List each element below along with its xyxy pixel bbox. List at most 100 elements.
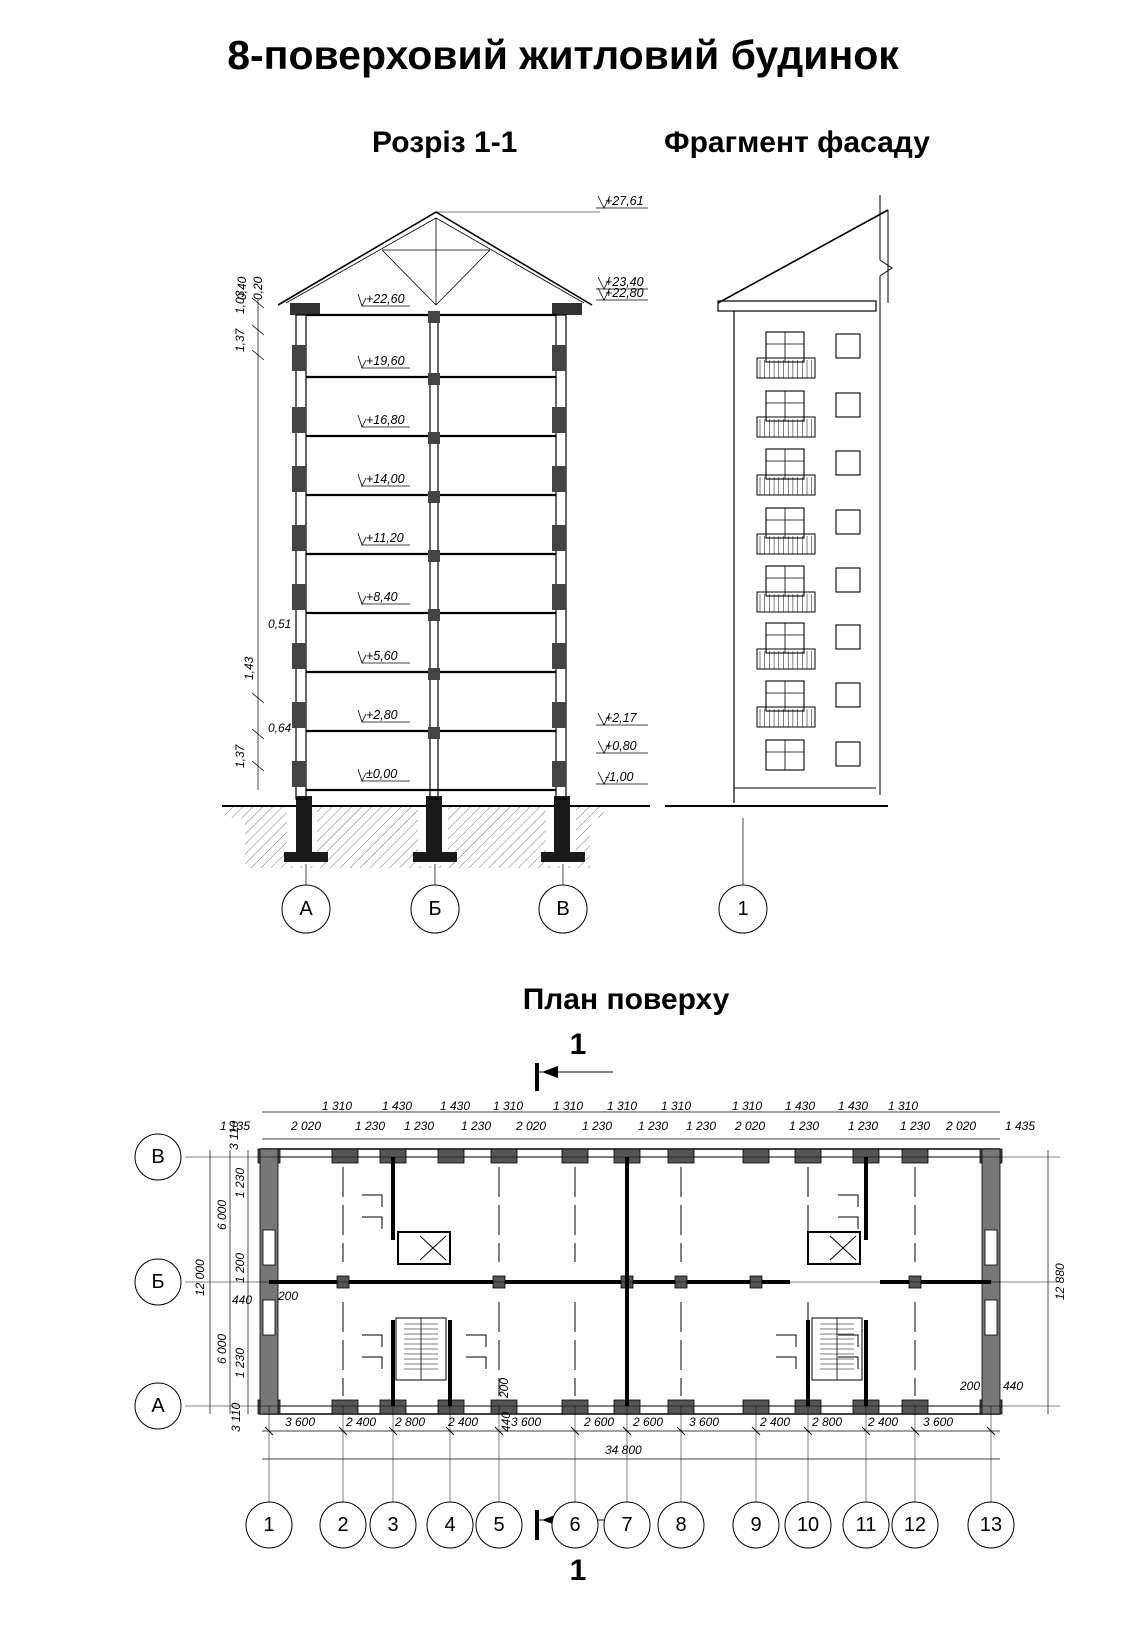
bottom-dim-label: 2 800 bbox=[394, 1415, 425, 1429]
wall-pier bbox=[552, 525, 566, 551]
top-dim-upper-label: 1 430 bbox=[838, 1099, 868, 1113]
wall-pier bbox=[292, 702, 306, 728]
level-mark bbox=[597, 287, 611, 301]
axis-marker bbox=[134, 1133, 182, 1181]
cut-label-bottom: 1 bbox=[570, 1554, 587, 1587]
top-dim-upper-label: 1 310 bbox=[607, 1099, 637, 1113]
wall-pier bbox=[490, 1399, 518, 1415]
top-dim-upper-label: 1 430 bbox=[440, 1099, 470, 1113]
axis-marker bbox=[134, 1382, 182, 1430]
inner-note-label: 200 bbox=[959, 1379, 980, 1393]
level-mark bbox=[357, 473, 367, 488]
axis-marker bbox=[603, 1501, 651, 1549]
left-small-label: 440 bbox=[232, 1293, 252, 1307]
page-title: 8-поверховий житловий будинок bbox=[227, 32, 899, 78]
level-mark bbox=[357, 709, 367, 724]
top-dim-lower-label: 1 230 bbox=[686, 1119, 716, 1133]
level-label: ±0,00 bbox=[366, 767, 397, 781]
wall-pier bbox=[552, 643, 566, 669]
wall-pier bbox=[552, 345, 566, 371]
left-dim-inner-label: 1 230 bbox=[233, 1168, 247, 1198]
wall-pier bbox=[552, 407, 566, 433]
axis-number-label: 11 bbox=[856, 1514, 877, 1536]
level-label: +2,17 bbox=[605, 711, 638, 725]
level-label: +2,80 bbox=[366, 708, 398, 722]
window bbox=[835, 741, 861, 767]
axis-number-label: 4 bbox=[444, 1514, 455, 1536]
section-dim-label: 0,51 bbox=[268, 617, 291, 631]
dim-tick bbox=[251, 349, 265, 361]
fixture bbox=[838, 1216, 859, 1229]
axis-marker bbox=[551, 1501, 599, 1549]
axis-number-label: 7 bbox=[621, 1514, 632, 1536]
axis-number-label: 12 bbox=[904, 1514, 926, 1536]
level-label: +16,80 bbox=[366, 413, 405, 427]
axis-letter-label: А bbox=[151, 1395, 165, 1417]
axis-marker bbox=[718, 884, 768, 934]
wall-pier bbox=[331, 1399, 359, 1415]
left-dim-outer-label: 6 000 bbox=[215, 1334, 229, 1364]
roof bbox=[277, 211, 593, 315]
level-mark bbox=[597, 740, 611, 754]
axis-number-label: 6 bbox=[569, 1514, 580, 1536]
axis-marker bbox=[410, 884, 460, 934]
fixture bbox=[362, 1334, 383, 1347]
column-node bbox=[428, 727, 440, 739]
level-mark bbox=[357, 293, 367, 308]
bottom-dim-label: 3 600 bbox=[923, 1415, 953, 1429]
level-label: +5,60 bbox=[366, 649, 398, 663]
fixture bbox=[838, 1334, 859, 1347]
balcony bbox=[756, 416, 816, 438]
floors bbox=[292, 311, 567, 800]
section-levels-right: +27,61+23,40+22,80+2,17+0,80-1,00 bbox=[436, 194, 648, 785]
column-node bbox=[428, 609, 440, 621]
axis-marker bbox=[657, 1501, 705, 1549]
fixture bbox=[362, 1216, 383, 1229]
axis-marker bbox=[245, 1501, 293, 1549]
balcony bbox=[756, 591, 816, 613]
level-label: +22,80 bbox=[605, 286, 644, 300]
window bbox=[835, 509, 861, 535]
inner-note-label: 440 bbox=[1003, 1379, 1023, 1393]
facade-axis-label: 1 bbox=[737, 898, 748, 920]
column-node bbox=[428, 311, 440, 323]
cut-label-top: 1 bbox=[570, 1028, 587, 1061]
wall-pier bbox=[667, 1148, 695, 1164]
bottom-dim-label: 2 400 bbox=[447, 1415, 478, 1429]
level-label: +19,60 bbox=[366, 354, 405, 368]
section-title: Розріз 1-1 bbox=[372, 126, 518, 159]
bottom-dim-label: 2 600 bbox=[583, 1415, 614, 1429]
level-label: +27,61 bbox=[605, 194, 644, 208]
axis-marker bbox=[732, 1501, 780, 1549]
axis-label-v: В bbox=[556, 898, 569, 920]
section-drawing: +22,60+19,60+16,80+14,00+11,20+8,40+5,60… bbox=[222, 194, 650, 934]
axis-number-label: 3 bbox=[387, 1514, 398, 1536]
column-node bbox=[428, 432, 440, 444]
left-dim-inner-label: 1 200 bbox=[233, 1253, 247, 1283]
wall-pier bbox=[292, 643, 306, 669]
fixture bbox=[776, 1356, 797, 1369]
wall-pier bbox=[292, 761, 306, 787]
dim-tick bbox=[251, 760, 265, 772]
facade-windows bbox=[756, 331, 861, 771]
section-dim-label: 1,37 bbox=[233, 743, 247, 768]
wall-pier bbox=[901, 1148, 929, 1164]
plan-walls bbox=[257, 1148, 1003, 1415]
section-levels: +22,60+19,60+16,80+14,00+11,20+8,40+5,60… bbox=[357, 292, 410, 783]
axis-number-label: 13 bbox=[980, 1514, 1002, 1536]
top-dim-lower-label: 1 230 bbox=[848, 1119, 878, 1133]
fixture bbox=[362, 1194, 383, 1207]
top-dim-upper-label: 1 310 bbox=[493, 1099, 523, 1113]
wall-pier bbox=[292, 525, 306, 551]
level-label: +8,40 bbox=[366, 590, 398, 604]
balcony bbox=[756, 357, 816, 379]
section-dim-label: 0,64 bbox=[268, 721, 292, 735]
plan-title: План поверху bbox=[522, 983, 730, 1016]
fixture bbox=[466, 1356, 487, 1369]
left-dim-inner-label: 1 230 bbox=[233, 1348, 247, 1378]
wall-pier bbox=[437, 1148, 465, 1164]
